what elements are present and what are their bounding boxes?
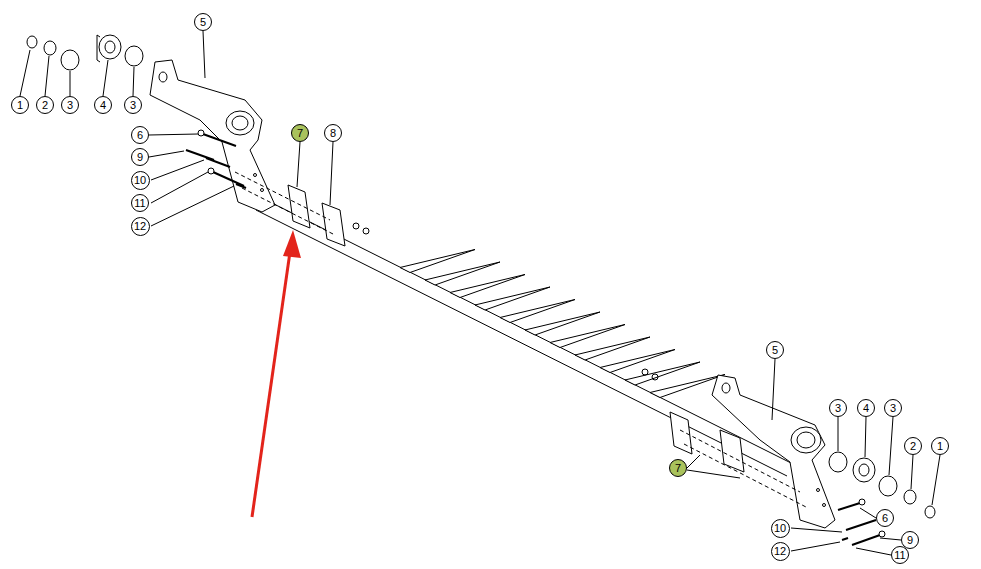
callout-number: 9 [137, 152, 143, 163]
callout-circle: 6 [131, 126, 149, 144]
callout-circle: 9 [131, 148, 149, 166]
callout-number: 3 [67, 100, 73, 111]
pointer-arrowhead [283, 230, 301, 258]
callout-circle: 6 [876, 509, 894, 527]
bolts [838, 503, 880, 545]
callout-number: 3 [890, 403, 896, 414]
callout-number: 7 [675, 463, 681, 474]
callout-circle: 1 [931, 437, 949, 455]
callout-circle: 7 [291, 124, 309, 142]
arm-hub-bore [232, 116, 248, 130]
callout-number: 8 [330, 128, 336, 139]
callout-number: 11 [134, 198, 145, 209]
assembly-line [235, 172, 806, 507]
callout-number: 7 [297, 128, 303, 139]
arm-lug-hole [159, 72, 167, 82]
arm-hub [226, 111, 254, 135]
callout-number: 1 [17, 100, 23, 111]
callout-number: 6 [137, 130, 143, 141]
callout-circle: 2 [904, 437, 922, 455]
callout-circle: 11 [891, 546, 909, 564]
bearing-parts [829, 452, 935, 518]
callout-circle: 12 [771, 542, 790, 561]
callout-circle: 10 [131, 171, 150, 190]
tines [400, 250, 725, 398]
callout-circle: 8 [324, 124, 342, 142]
pointer-arrow [252, 252, 290, 517]
bolts [186, 134, 246, 188]
callout-circle: 11 [131, 194, 149, 212]
callout-circle: 3 [884, 399, 902, 417]
callout-circle: 10 [771, 519, 790, 538]
callout-number: 3 [130, 100, 136, 111]
callout-number: 1 [937, 441, 943, 452]
callout-number: 12 [774, 546, 786, 557]
plate [288, 185, 310, 228]
callout-number: 6 [882, 513, 888, 524]
callout-number: 9 [907, 535, 913, 546]
arm [150, 60, 275, 212]
callout-circle: 7 [669, 459, 687, 477]
callout-circle: 3 [829, 399, 847, 417]
callout-number: 5 [200, 17, 206, 28]
callout-circle: 5 [194, 13, 212, 31]
arm-lug-hole [722, 383, 730, 393]
bearing-parts [27, 35, 143, 70]
arm-hub [791, 427, 821, 453]
leader-line [20, 31, 940, 555]
callout-number: 4 [863, 403, 869, 414]
callout-number: 2 [42, 100, 48, 111]
plate [322, 203, 345, 246]
callout-number: 12 [134, 221, 146, 232]
callout-circle: 3 [124, 96, 142, 114]
callout-number: 2 [910, 441, 916, 452]
callout-number: 3 [835, 403, 841, 414]
callout-number: 10 [134, 175, 146, 186]
arm-hub-bore [797, 432, 815, 448]
plate [670, 412, 692, 454]
callout-circle: 3 [61, 96, 79, 114]
callout-number: 5 [772, 345, 778, 356]
callout-number: 4 [100, 100, 106, 111]
callout-circle: 4 [857, 399, 875, 417]
callout-circle: 1 [11, 96, 29, 114]
callout-circle: 2 [36, 96, 54, 114]
callout-number: 10 [774, 523, 786, 534]
plate [720, 430, 744, 472]
callout-circle: 4 [94, 96, 112, 114]
callout-number: 11 [894, 550, 905, 561]
tube-edge [262, 198, 793, 464]
callout-circle: 12 [131, 217, 150, 236]
callout-circle: 5 [766, 341, 784, 359]
tube-edge [256, 210, 787, 476]
